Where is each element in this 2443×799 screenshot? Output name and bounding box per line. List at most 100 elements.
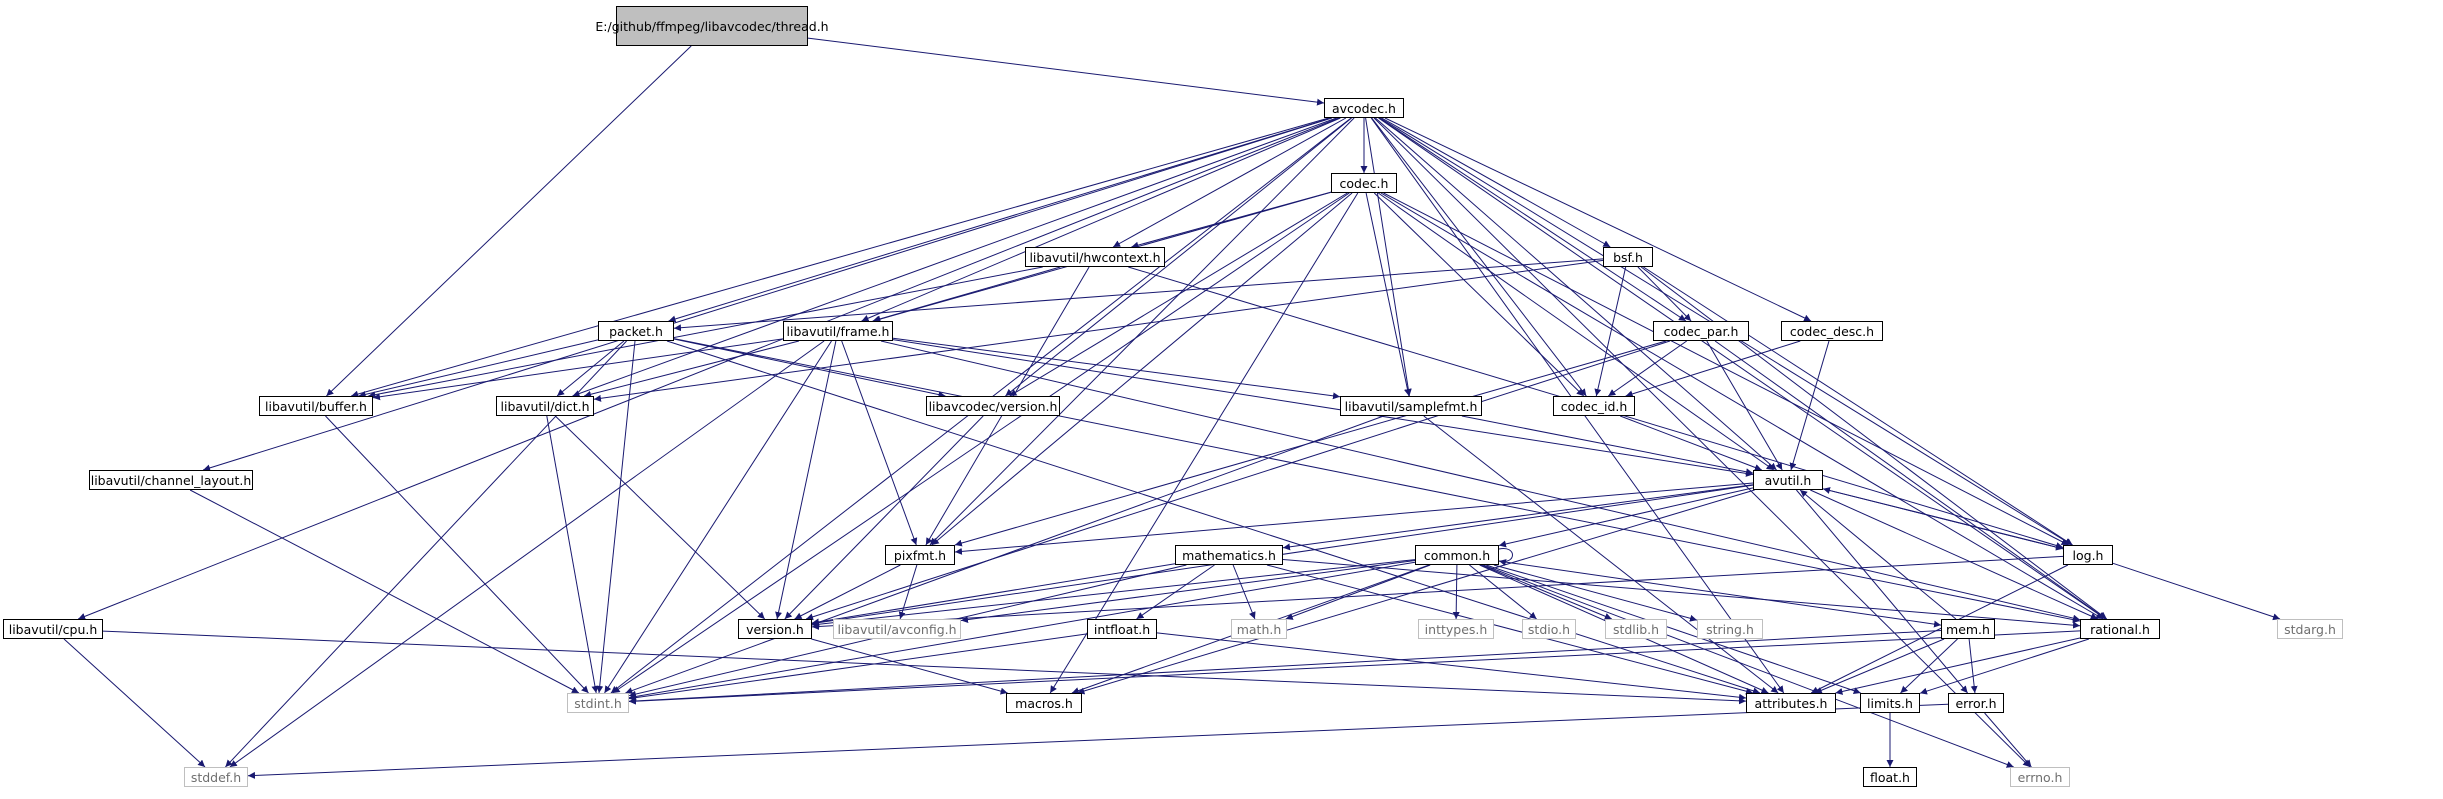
edge-avcodec-to-dict (572, 117, 1337, 397)
node-macros-h[interactable]: macros.h (1006, 693, 1082, 713)
node-limits-h[interactable]: limits.h (1860, 693, 1920, 713)
edge-packet-to-rational (673, 338, 2081, 624)
edge-codec-to-codec_id (1373, 192, 1585, 397)
node-mem-h[interactable]: mem.h (1941, 619, 1995, 639)
edge-codec-to-avutil (1378, 192, 1774, 471)
edge-root-to-avcodec (807, 37, 1325, 106)
node-libavutil-samplefmt-h[interactable]: libavutil/samplefmt.h (1340, 396, 1482, 416)
node-error-h[interactable]: error.h (1948, 693, 2004, 713)
node-math-h: math.h (1231, 619, 1287, 639)
edge-avcodec-to-frame (861, 117, 1341, 322)
edge-lav_version-to-version (784, 415, 984, 620)
node-bsf-h[interactable]: bsf.h (1603, 247, 1653, 267)
edge-frame-to-rational (880, 340, 2081, 622)
edge-channel_layout-to-stdint (189, 489, 580, 694)
edge-rational-to-attributes (1835, 637, 2081, 695)
node-libavutil-frame-h[interactable]: libavutil/frame.h (783, 321, 893, 341)
edge-common-to-stdint (628, 561, 1416, 700)
edge-bsf-to-rational (1640, 266, 2108, 620)
node-codec-desc-h[interactable]: codec_desc.h (1781, 321, 1883, 341)
edge-pixfmt-to-version (794, 564, 901, 620)
edge-codec-to-samplefmt (1365, 192, 1411, 397)
node-libavutil-dict-h[interactable]: libavutil/dict.h (496, 396, 594, 416)
edge-error-to-stddef (247, 703, 1949, 779)
edge-codec-to-pixfmt (931, 192, 1353, 546)
edge-common-to-stdlib (1481, 564, 1612, 620)
edge-packet-to-attributes (666, 340, 1761, 695)
edge-avutil-to-mathematics (1282, 484, 1754, 551)
node-libavcodec-version-h[interactable]: libavcodec/version.h (926, 396, 1060, 416)
node-packet-h[interactable]: packet.h (598, 321, 674, 341)
edge-cpu-to-attributes (102, 630, 1747, 705)
node-stddef-h: stddef.h (184, 767, 248, 787)
node-string-h: string.h (1697, 619, 1763, 639)
edge-avcodec-to-packet (668, 117, 1332, 323)
node-mathematics-h[interactable]: mathematics.h (1175, 545, 1283, 565)
edge-root-to-buffer (326, 45, 692, 397)
edge-dict-to-stdint (546, 415, 599, 694)
node-rational-h[interactable]: rational.h (2080, 619, 2160, 639)
node-avutil-h[interactable]: avutil.h (1753, 470, 1823, 490)
node-attributes-h[interactable]: attributes.h (1746, 693, 1836, 713)
edge-intfloat-to-stdint (628, 633, 1088, 702)
node-codec-h[interactable]: codec.h (1331, 173, 1397, 193)
edge-codec_par-to-version (805, 340, 1671, 621)
edge-bsf-to-codec_id (1594, 266, 1627, 397)
edge-packet-to-dict (556, 340, 625, 397)
edge-buffer-to-stdint (325, 415, 589, 694)
edge-frame-to-stdint (604, 340, 832, 694)
edge-frame-to-samplefmt (892, 337, 1341, 400)
edge-common-to-avconfig (960, 560, 1416, 624)
node-float-h[interactable]: float.h (1863, 767, 1917, 787)
node-codec-id-h[interactable]: codec_id.h (1553, 396, 1635, 416)
edge-avcodec-to-cpu (78, 117, 1339, 620)
node-log-h[interactable]: log.h (2063, 545, 2113, 565)
node-pixfmt-h[interactable]: pixfmt.h (885, 545, 955, 565)
edge-avutil-to-pixfmt (954, 482, 1754, 555)
edge-frame-to-version (775, 340, 837, 620)
edge-mathematics-to-version (811, 563, 1176, 626)
edge-mem-to-avutil (1799, 489, 1957, 620)
edge-common-to-string (1493, 564, 1698, 622)
edge-samplefmt-to-avutil (1461, 415, 1754, 476)
edge-log-to-avutil (1822, 487, 2064, 550)
edge-codec-to-lav_version (1009, 192, 1348, 397)
node-libavutil-buffer-h[interactable]: libavutil/buffer.h (259, 396, 373, 416)
edge-cpu-to-stddef (63, 638, 206, 768)
node-stdio-h: stdio.h (1522, 619, 1576, 639)
edge-codec-to-stdint (612, 192, 1350, 694)
edge-avcodec-to-hwcontext (1112, 117, 1347, 248)
edge-avcodec-to-pixfmt (929, 117, 1355, 546)
edge-codec_par-to-codec_id (1608, 340, 1687, 397)
edge-common-to-version (811, 559, 1416, 628)
node-stdint-h: stdint.h (567, 693, 629, 713)
edge-mem-to-stdint (628, 630, 1942, 705)
edge-avcodec-to-errno (1373, 117, 2031, 768)
edge-avcodec-to-bsf (1381, 117, 1611, 248)
edge-common-to-mem (1498, 560, 1942, 628)
node-common-h[interactable]: common.h (1415, 545, 1499, 565)
edge-log-to-version (811, 555, 2064, 631)
node-intfloat-h[interactable]: intfloat.h (1087, 619, 1157, 639)
edge-samplefmt-to-stdint (625, 415, 1384, 694)
node-libavutil-cpu-h[interactable]: libavutil/cpu.h (3, 619, 103, 639)
node-version-h[interactable]: version.h (738, 619, 812, 639)
edge-avcodec-to-lav_version (1005, 117, 1352, 397)
edge-samplefmt-to-attributes (1423, 415, 1779, 694)
edge-common-to-math (1285, 564, 1431, 620)
edge-log-to-attributes (1810, 564, 2069, 694)
node-codec-par-h[interactable]: codec_par.h (1653, 321, 1749, 341)
node-libavutil-channel-layout-h[interactable]: libavutil/channel_layout.h (89, 470, 253, 490)
node-libavutil-hwcontext-h[interactable]: libavutil/hwcontext.h (1025, 247, 1165, 267)
edge-codec-to-log (1383, 192, 2069, 546)
edge-avcodec-to-codec_par (1378, 117, 1687, 322)
node-avcodec-h[interactable]: avcodec.h (1324, 98, 1404, 118)
edge-rational-to-stdint (628, 630, 2081, 705)
node-errno-h: errno.h (2010, 767, 2070, 787)
edge-codec_desc-to-avutil (1789, 340, 1830, 471)
edge-avcodec-to-avutil (1375, 117, 1777, 471)
edge-frame-to-avutil (892, 339, 1754, 477)
node-inttypes-h: inttypes.h (1418, 619, 1494, 639)
